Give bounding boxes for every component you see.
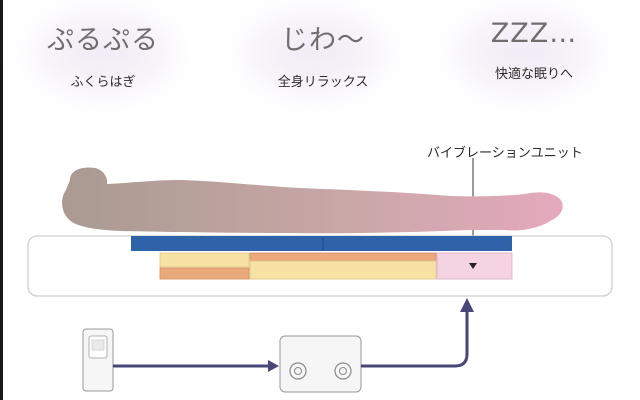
glow-center [240, 8, 390, 98]
effect-sleep: ZZZ… 快適な眠りへ [434, 18, 634, 82]
effect-title: ぷるぷる [47, 25, 159, 56]
cushion-center-bottom [249, 260, 437, 280]
controller-box-icon [279, 335, 362, 393]
effect-calf: ぷるぷる ふくらはぎ [3, 18, 203, 90]
cushion-left-bottom [159, 267, 250, 280]
connection-arrow-2 [361, 298, 474, 368]
glow-left [28, 8, 178, 98]
arrow-up-icon [460, 298, 474, 312]
effect-title: じわ～ [281, 25, 365, 56]
effect-full-body: じわ～ 全身リラックス [223, 18, 423, 90]
glow-right [450, 8, 600, 98]
image-left-border [0, 0, 3, 400]
top-layer [131, 236, 512, 251]
cushion-left-top [159, 252, 250, 268]
arrow-right-icon [268, 360, 279, 372]
effect-subtitle: ふくらはぎ [70, 75, 136, 90]
effect-title: ZZZ… [490, 18, 578, 49]
effect-subtitle: 快適な眠りへ [494, 67, 573, 82]
vibration-unit-label: バイブレーションユニット [427, 146, 583, 161]
effect-subtitle: 全身リラックス [277, 75, 369, 90]
person-silhouette [62, 167, 563, 234]
cushion-center-top [249, 252, 437, 262]
remote-controller-icon [82, 328, 114, 392]
connection-arrow-1 [113, 360, 279, 372]
callout-pointer-icon [469, 263, 477, 269]
